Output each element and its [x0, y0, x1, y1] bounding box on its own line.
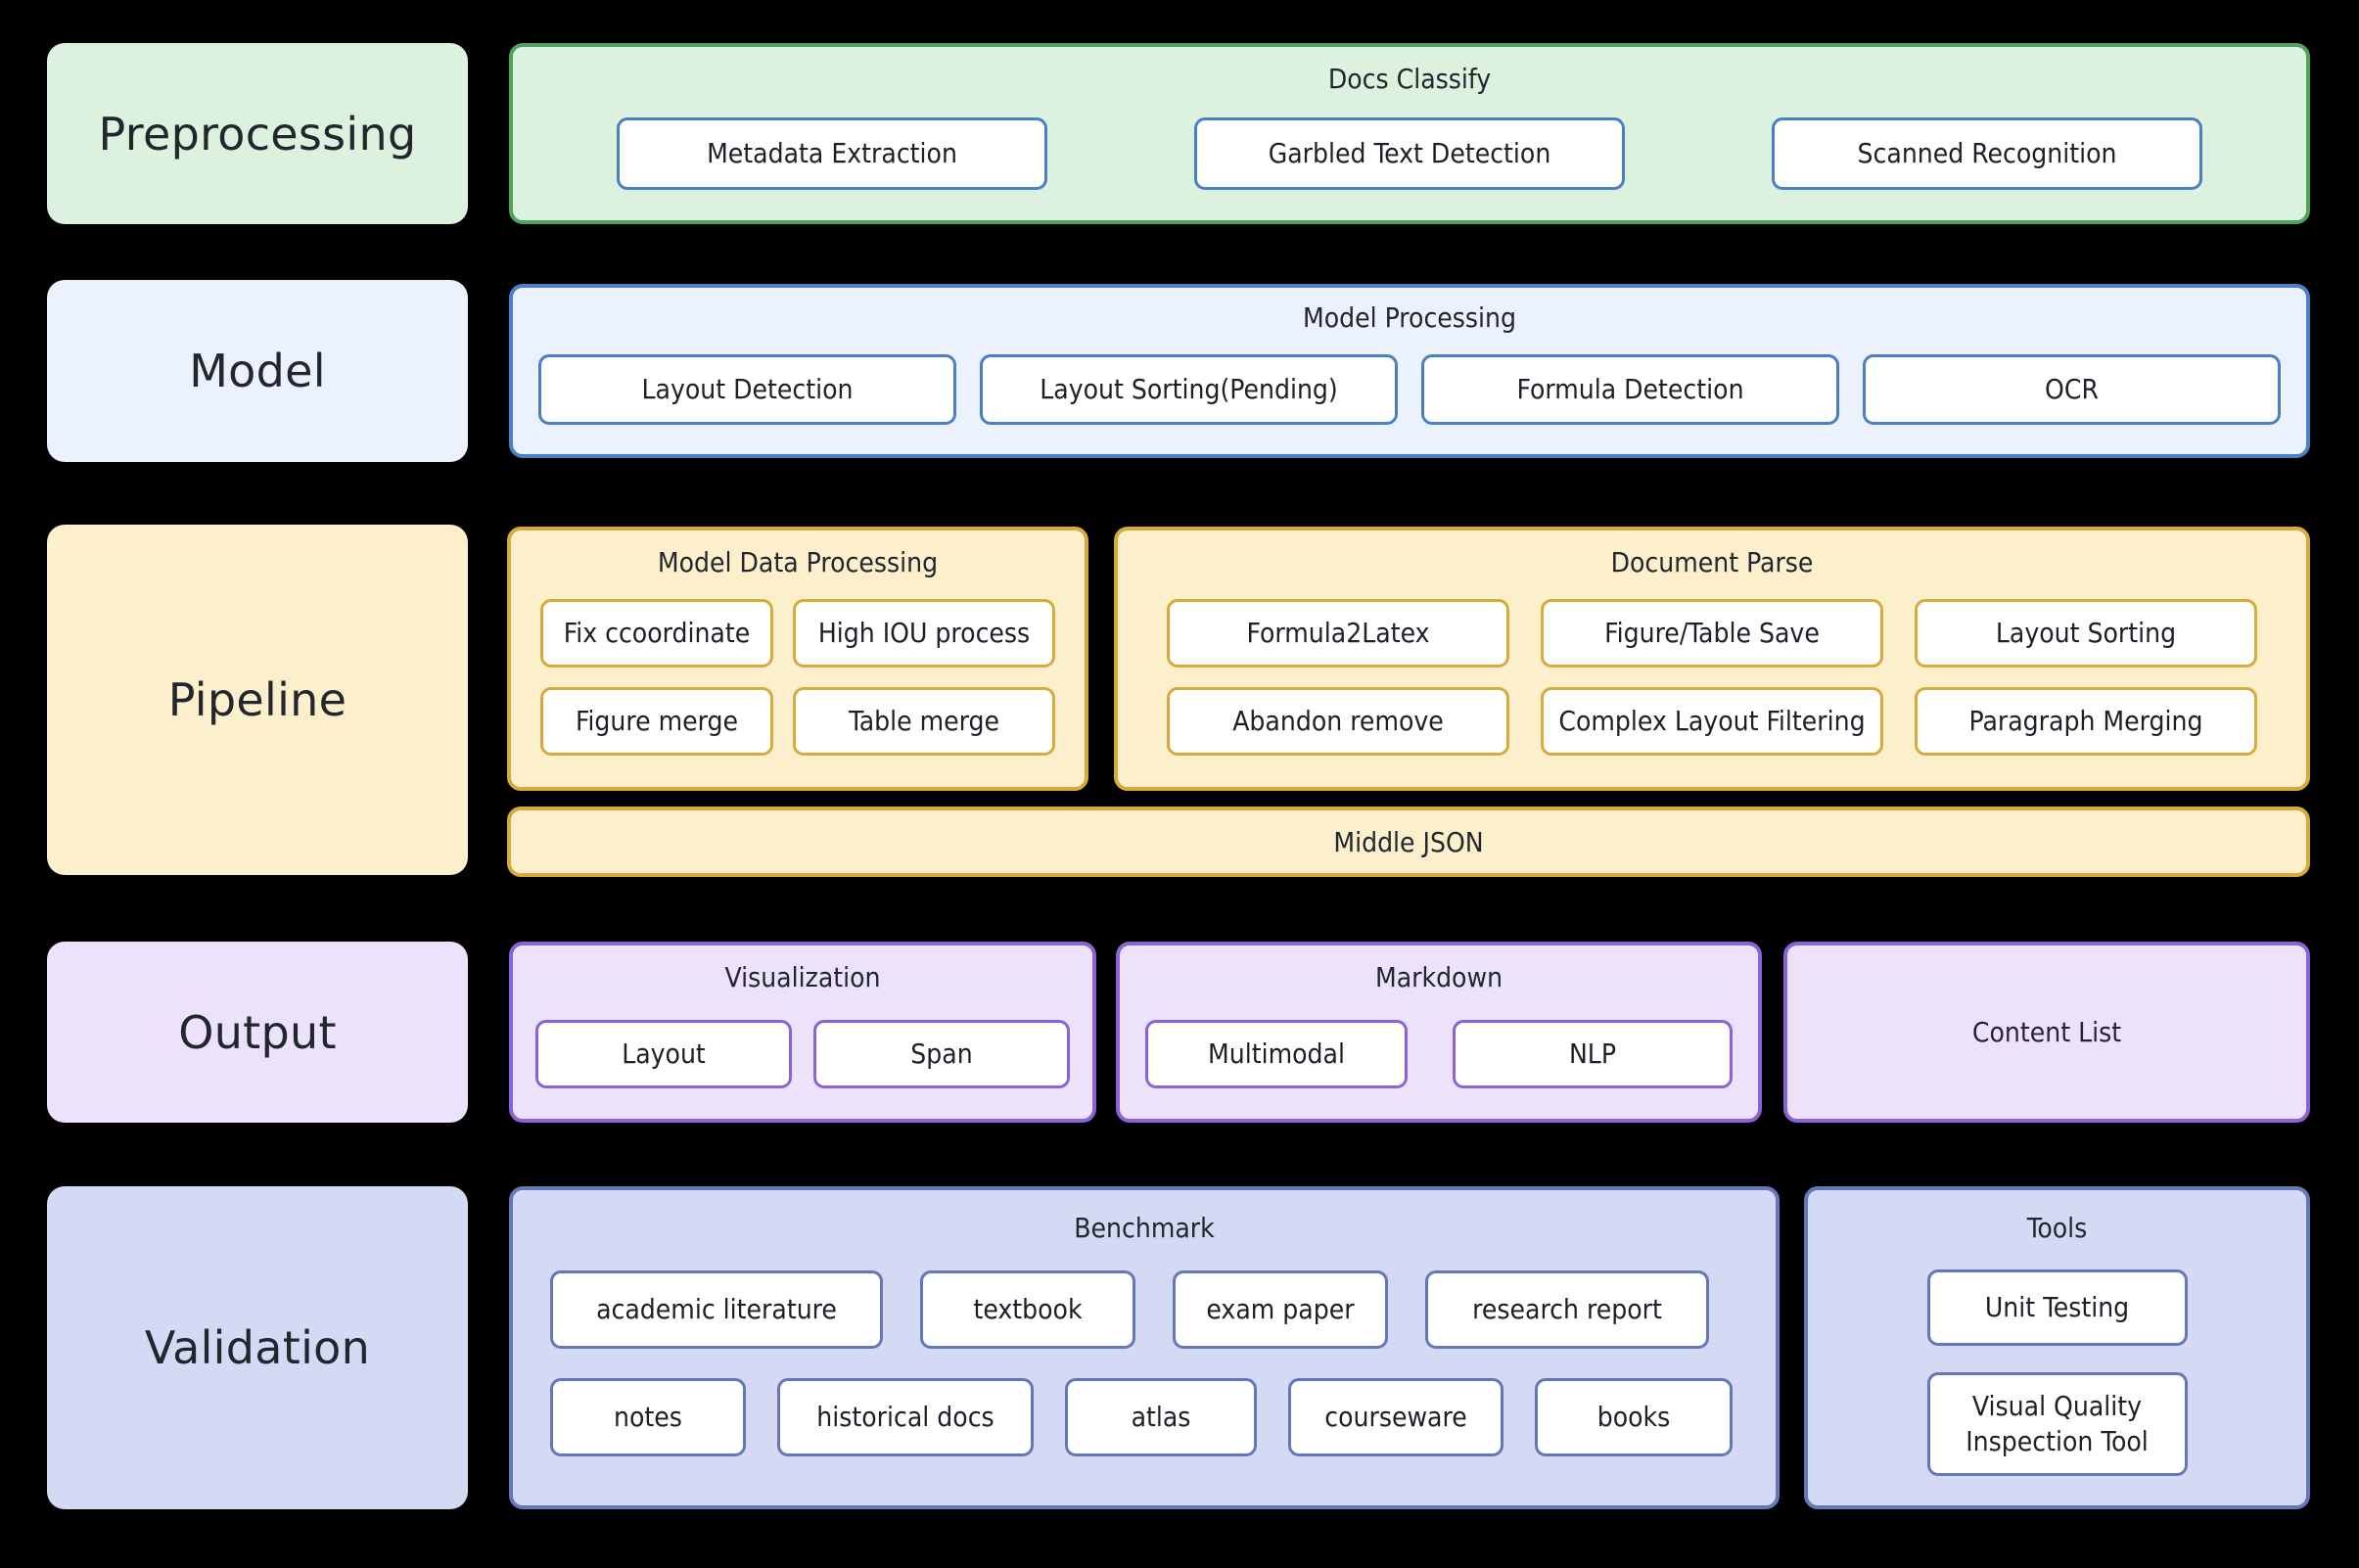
group-visualization: Visualization Layout Span	[509, 942, 1096, 1123]
group-title-visualization: Visualization	[724, 961, 881, 993]
chip-span[interactable]: Span	[813, 1020, 1070, 1088]
chip-row: Multimodal NLP	[1145, 1018, 1733, 1090]
chip-table-merge[interactable]: Table merge	[793, 687, 1055, 756]
chip-row: academic literature textbook exam paper …	[550, 1268, 1738, 1351]
group-model-processing: Model Processing Layout Detection Layout…	[509, 284, 2310, 458]
chip-figure-merge[interactable]: Figure merge	[540, 687, 773, 756]
stage-label-pipeline: Pipeline	[47, 525, 468, 875]
chip-complex-layout-filtering[interactable]: Complex Layout Filtering	[1541, 687, 1883, 756]
group-title-tools: Tools	[2026, 1212, 2088, 1244]
group-document-parse: Document Parse Formula2Latex Figure/Tabl…	[1114, 527, 2310, 791]
chip-formula-detection[interactable]: Formula Detection	[1421, 354, 1839, 425]
chip-ocr[interactable]: OCR	[1863, 354, 2281, 425]
group-title-markdown: Markdown	[1374, 961, 1503, 993]
chip-scanned-recognition[interactable]: Scanned Recognition	[1772, 117, 2202, 190]
chip-exam-paper[interactable]: exam paper	[1173, 1270, 1388, 1349]
chip-research-report[interactable]: research report	[1425, 1270, 1709, 1349]
chip-row: Unit Testing	[1847, 1268, 2267, 1347]
stage-label-validation: Validation	[47, 1186, 468, 1509]
stage-label-model: Model	[47, 280, 468, 462]
stage-label-preprocessing: Preprocessing	[47, 43, 468, 224]
group-title-model-data-processing: Model Data Processing	[657, 546, 939, 578]
chip-garbled-text-detection[interactable]: Garbled Text Detection	[1194, 117, 1625, 190]
group-title-middle-json: Middle JSON	[1333, 825, 1484, 858]
chip-atlas[interactable]: atlas	[1065, 1378, 1257, 1456]
group-title-docs-classify: Docs Classify	[1327, 63, 1492, 95]
chip-row: Figure merge Table merge	[529, 685, 1067, 758]
stage-label-text: Preprocessing	[98, 107, 417, 161]
group-middle-json[interactable]: Middle JSON	[507, 807, 2310, 877]
chip-paragraph-merging[interactable]: Paragraph Merging	[1915, 687, 2257, 756]
group-title-benchmark: Benchmark	[1074, 1212, 1215, 1244]
group-docs-classify: Docs Classify Metadata Extraction Garble…	[509, 43, 2310, 224]
chip-row: notes historical docs atlas courseware b…	[550, 1376, 1738, 1458]
chip-academic-literature[interactable]: academic literature	[550, 1270, 883, 1349]
chip-layout-sorting-pending[interactable]: Layout Sorting(Pending)	[980, 354, 1398, 425]
chip-abandon-remove[interactable]: Abandon remove	[1167, 687, 1509, 756]
chip-historical-docs[interactable]: historical docs	[777, 1378, 1034, 1456]
chip-layout[interactable]: Layout	[535, 1020, 792, 1088]
chip-notes[interactable]: notes	[550, 1378, 746, 1456]
group-model-data-processing: Model Data Processing Fix ccoordinate Hi…	[507, 527, 1088, 791]
group-benchmark: Benchmark academic literature textbook e…	[509, 1186, 1780, 1509]
stage-label-text: Pipeline	[167, 673, 347, 726]
group-title-document-parse: Document Parse	[1610, 546, 1814, 578]
group-markdown: Markdown Multimodal NLP	[1116, 942, 1762, 1123]
stage-label-text: Model	[189, 345, 326, 397]
chip-courseware[interactable]: courseware	[1288, 1378, 1503, 1456]
chip-row: Layout Span	[534, 1018, 1071, 1090]
chip-layout-detection[interactable]: Layout Detection	[538, 354, 956, 425]
group-content-list[interactable]: Content List	[1783, 942, 2310, 1123]
chip-visual-quality-inspection-tool[interactable]: Visual Quality Inspection Tool	[1926, 1372, 2188, 1476]
stage-label-text: Validation	[144, 1321, 371, 1374]
stage-label-output: Output	[47, 942, 468, 1123]
chip-row: Visual Quality Inspection Tool	[1847, 1370, 2267, 1478]
chip-formula2latex[interactable]: Formula2Latex	[1167, 599, 1509, 668]
chip-fix-ccoordinate[interactable]: Fix ccoordinate	[540, 599, 773, 668]
chip-row: Abandon remove Complex Layout Filtering …	[1157, 685, 2267, 758]
chip-layout-sorting[interactable]: Layout Sorting	[1915, 599, 2257, 668]
group-title-model-processing: Model Processing	[1302, 301, 1517, 334]
chip-books[interactable]: books	[1535, 1378, 1733, 1456]
chip-multimodal[interactable]: Multimodal	[1145, 1020, 1408, 1088]
chip-figure-table-save[interactable]: Figure/Table Save	[1541, 599, 1883, 668]
chip-unit-testing[interactable]: Unit Testing	[1926, 1269, 2188, 1346]
chip-metadata-extraction[interactable]: Metadata Extraction	[617, 117, 1047, 190]
chip-row: Layout Detection Layout Sorting(Pending)…	[538, 352, 2281, 427]
stage-label-text: Output	[178, 1005, 337, 1059]
chip-textbook[interactable]: textbook	[920, 1270, 1135, 1349]
chip-row: Formula2Latex Figure/Table Save Layout S…	[1157, 597, 2267, 669]
chip-row: Metadata Extraction Garbled Text Detecti…	[601, 115, 2218, 192]
chip-high-iou-process[interactable]: High IOU process	[793, 599, 1055, 668]
chip-row: Fix ccoordinate High IOU process	[529, 597, 1067, 669]
group-tools: Tools Unit Testing Visual Quality Inspec…	[1804, 1186, 2310, 1509]
chip-nlp[interactable]: NLP	[1453, 1020, 1733, 1088]
group-title-content-list: Content List	[1971, 1016, 2122, 1048]
